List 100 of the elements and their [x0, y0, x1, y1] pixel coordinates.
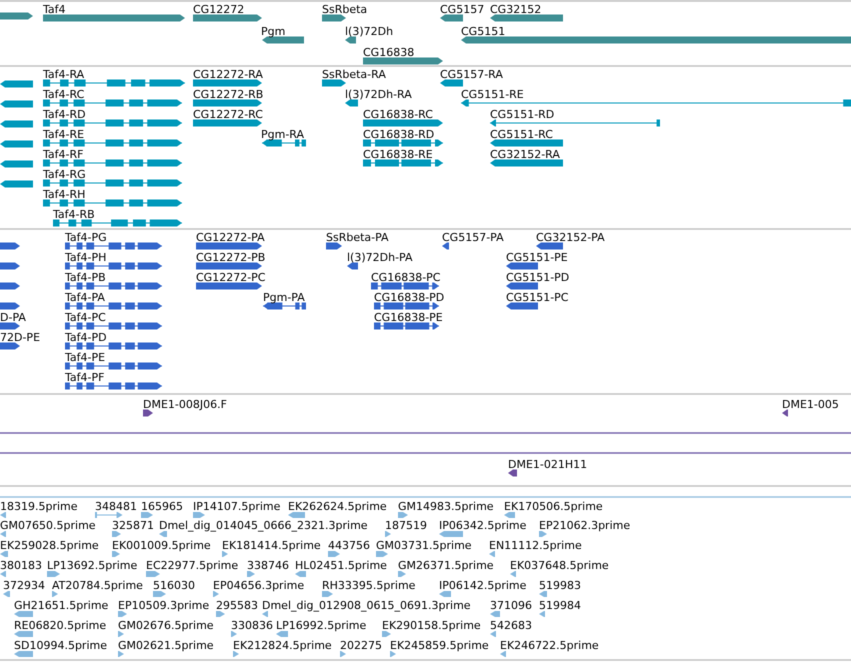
- protein-label: CG5151-PC: [506, 291, 568, 304]
- protein-label: l(3)72Dh-PA: [347, 251, 413, 264]
- transcript-label: Taf4-RC: [43, 88, 84, 101]
- gene-label: CG12272: [193, 3, 244, 16]
- protein-label: CG32152-PA: [536, 231, 605, 244]
- est-label: 542683: [490, 619, 532, 632]
- protein-label: CG12272-PC: [196, 271, 266, 284]
- est-label: EK259028.5prime: [0, 539, 99, 552]
- est-label: 348481: [95, 500, 137, 513]
- est-label: 380183: [0, 559, 42, 572]
- transcript-label: CG12272-RA: [193, 68, 263, 81]
- est-label: EK170506.5prime: [504, 500, 603, 513]
- est-label: 295583: [216, 599, 258, 612]
- protein-label: Taf4-PA: [65, 291, 105, 304]
- protein-label: 72D-PE: [0, 331, 40, 344]
- transcript-label: Taf4-RA: [43, 68, 84, 81]
- protein-label: Taf4-PC: [65, 311, 106, 324]
- est-label: EC22977.5prime: [146, 559, 238, 572]
- est-label: RH33395.5prime: [322, 579, 416, 592]
- est-label: 372934: [3, 579, 45, 592]
- transcript-label: CG5151-RE: [461, 88, 524, 101]
- transcript-label: l(3)72Dh-RA: [345, 88, 412, 101]
- est-label: EP21062.3prime: [539, 519, 630, 532]
- transcript-label: CG16838-RC: [363, 108, 433, 121]
- protein-label: CG5151-PE: [506, 251, 568, 264]
- est-label: 18319.5prime: [0, 500, 78, 513]
- est-label: 443756: [328, 539, 370, 552]
- transcript-label: Taf4-RH: [43, 188, 86, 201]
- est-label: 325871: [112, 519, 154, 532]
- est-label: LP13692.5prime: [47, 559, 138, 572]
- transcript-label: CG5151-RD: [490, 108, 554, 121]
- est-label: 187519: [385, 519, 427, 532]
- est-label: GM03731.5prime: [376, 539, 472, 552]
- gene-label: SsRbeta: [322, 3, 368, 16]
- est-label: RE06820.5prime: [14, 619, 106, 632]
- est-label: 519983: [539, 579, 581, 592]
- protein-label: CG16838-PE: [374, 311, 443, 324]
- protein-label: CG12272-PA: [196, 231, 265, 244]
- transcript-label: Taf4-RG: [43, 168, 86, 181]
- est-label: EP04656.3prime: [213, 579, 304, 592]
- clone-label: DME1-008J06.F: [143, 398, 227, 411]
- est-label: EN11112.5prime: [489, 539, 582, 552]
- transcript-label: Taf4-RB: [53, 208, 95, 221]
- transcript-label: CG12272-RC: [193, 108, 263, 121]
- est-label: 516030: [153, 579, 195, 592]
- transcript-label: CG32152-RA: [490, 148, 560, 161]
- est-label: 371096: [490, 599, 532, 612]
- protein-label: Pgm-PA: [263, 291, 305, 304]
- gene-label: CG32152: [490, 3, 542, 16]
- gene-label: Taf4: [43, 3, 66, 16]
- est-label: GM26371.5prime: [398, 559, 494, 572]
- transcript-label: CG16838-RE: [363, 148, 433, 161]
- protein-label: CG12272-PB: [196, 251, 266, 264]
- est-label: GM14983.5prime: [398, 500, 494, 513]
- est-label: 165965: [141, 500, 183, 513]
- transcript-label: CG5151-RC: [490, 128, 553, 141]
- est-label: AT20784.5prime: [52, 579, 143, 592]
- est-label: EK246722.5prime: [500, 639, 599, 652]
- est-label: GH21651.5prime: [14, 599, 108, 612]
- gene-label: CG5151: [461, 25, 506, 38]
- clone-label: DME1-021H11: [508, 458, 588, 471]
- protein-label: Taf4-PF: [65, 371, 104, 384]
- est-label: 338746: [247, 559, 289, 572]
- est-label: GM02676.5prime: [118, 619, 214, 632]
- gene-label: l(3)72Dh: [345, 25, 394, 38]
- est-label: EK262624.5prime: [288, 500, 387, 513]
- est-label: HL02451.5prime: [295, 559, 387, 572]
- protein-label: CG5157-PA: [442, 231, 504, 244]
- transcript-label: Taf4-RF: [43, 148, 84, 161]
- est-label: IP06142.5prime: [439, 579, 526, 592]
- est-label: EK181414.5prime: [222, 539, 321, 552]
- est-label: GM02621.5prime: [118, 639, 214, 652]
- gene-label: CG16838: [363, 46, 414, 59]
- transcript-label: Taf4-RD: [43, 108, 86, 121]
- est-label: LP16992.5prime: [276, 619, 366, 632]
- est-label: EK245859.5prime: [390, 639, 489, 652]
- transcript-label: Pgm-RA: [261, 128, 304, 141]
- protein-label: D-PA: [0, 311, 26, 324]
- transcript-label: SsRbeta-RA: [322, 68, 386, 81]
- est-label: EP10509.3prime: [118, 599, 210, 612]
- protein-label: Taf4-PG: [65, 231, 107, 244]
- gene-label: Pgm: [261, 25, 286, 38]
- est-label: GM07650.5prime: [0, 519, 96, 532]
- clone-label: DME1-005: [782, 398, 839, 411]
- est-label: Dmel_dig_014045_0666_2321.3prime: [159, 519, 368, 532]
- est-label: IP14107.5prime: [193, 500, 280, 513]
- transcript-label: CG5157-RA: [440, 68, 503, 81]
- protein-label: Taf4-PD: [65, 331, 107, 344]
- protein-label: Taf4-PB: [65, 271, 106, 284]
- transcript-label: Taf4-RE: [43, 128, 84, 141]
- est-label: EK290158.5prime: [382, 619, 481, 632]
- est-label: IP06342.5prime: [439, 519, 526, 532]
- protein-label: SsRbeta-PA: [326, 231, 389, 244]
- protein-label: Taf4-PH: [65, 251, 106, 264]
- transcript-label: CG16838-RD: [363, 128, 434, 141]
- est-label: EK037648.5prime: [510, 559, 609, 572]
- transcript-label: CG12272-RB: [193, 88, 264, 101]
- protein-label: CG16838-PD: [374, 291, 444, 304]
- est-label: SD10994.5prime: [14, 639, 107, 652]
- est-label: EK001009.5prime: [112, 539, 211, 552]
